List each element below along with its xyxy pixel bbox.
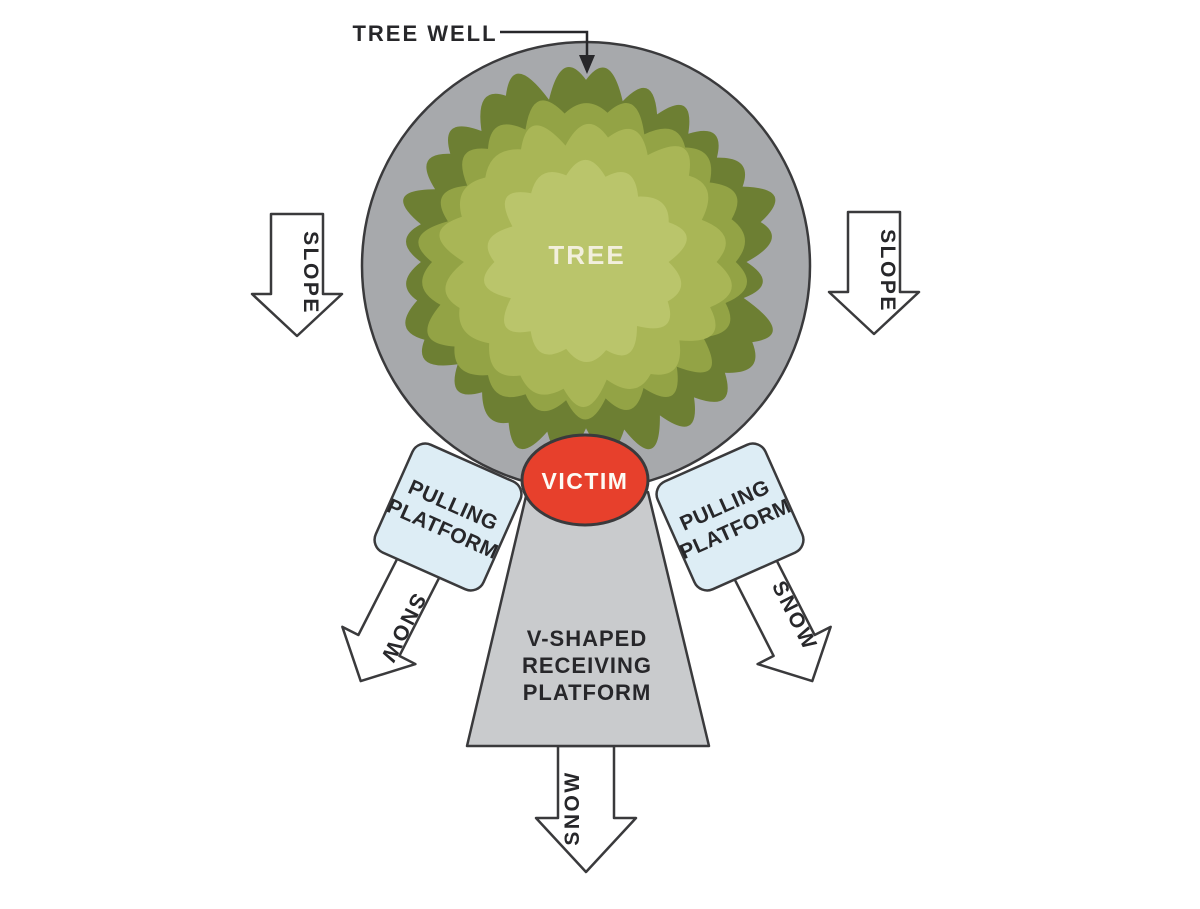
receiving-platform-label-line1: V-SHAPED	[527, 626, 647, 651]
snow-arrow-bottom-label: SNOW	[561, 770, 584, 845]
victim-ellipse	[520, 433, 650, 527]
slope-arrow-left-label: SLOPE	[299, 231, 322, 315]
tree-well-pointer-line	[500, 30, 589, 57]
pulling-platform-left-shape	[373, 442, 523, 592]
slope-arrow-right-shape	[827, 210, 921, 336]
slope-arrow-left-shape	[250, 212, 344, 338]
receiving-platform-label-line3: PLATFORM	[523, 680, 652, 705]
snow-arrow-bottom-shape	[534, 744, 638, 874]
victim-label: VICTIM	[542, 468, 629, 494]
receiving-platform-label-line2: RECEIVING	[522, 653, 652, 678]
tree-label: TREE	[548, 240, 625, 270]
tree-canopy-core-layer	[484, 159, 687, 363]
slope-arrow-right: SLOPE	[827, 210, 921, 336]
slope-arrow-right-label: SLOPE	[876, 229, 899, 313]
pulling-platform-right-shape	[655, 442, 805, 592]
snow-arrow-bottom: SNOW	[534, 744, 638, 874]
pulling-platform-left: PULLING PLATFORM	[373, 442, 523, 592]
tree-well-label: TREE WELL	[352, 21, 497, 46]
slope-arrow-left: SLOPE	[250, 212, 344, 338]
pulling-platform-right: PULLING PLATFORM	[655, 442, 805, 592]
tree-well-pointer-arrowhead	[579, 55, 595, 74]
